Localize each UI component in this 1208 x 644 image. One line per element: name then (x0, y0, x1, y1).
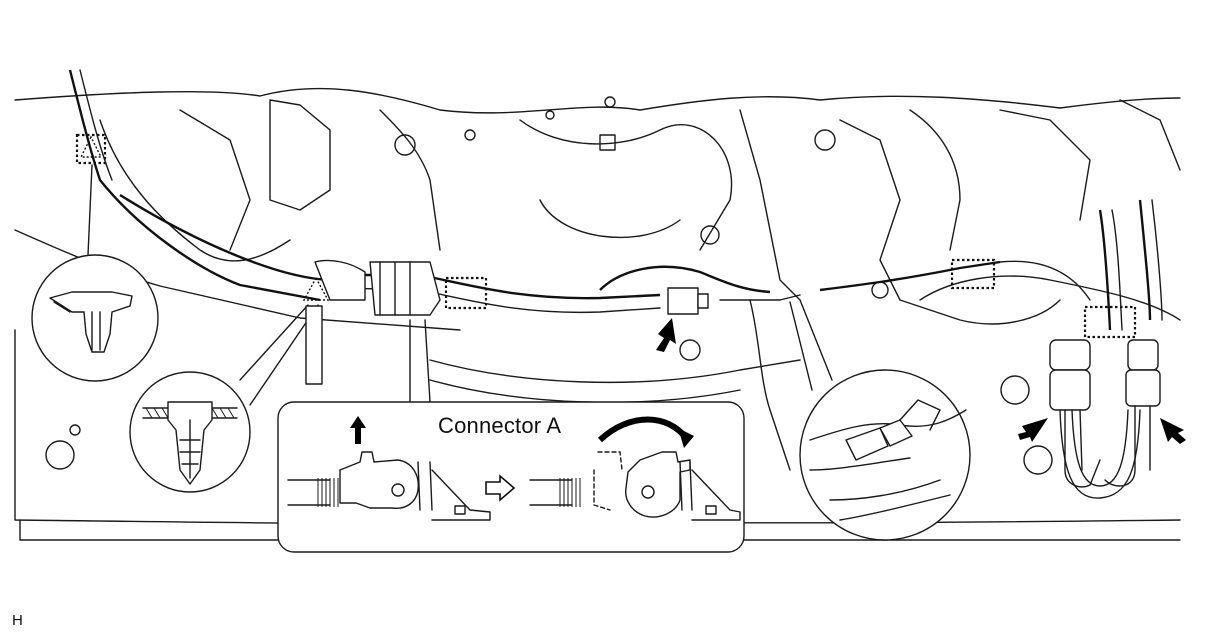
harness-connector-center (667, 287, 709, 315)
callout-step-1 (287, 416, 491, 521)
arrow-right-icon (485, 474, 516, 502)
harness-loop-right (1059, 409, 1141, 499)
illustration-code: H (12, 612, 23, 629)
clamp-marker-center (444, 276, 488, 310)
detail-circle-clip-top (31, 164, 159, 382)
clamp-marker-right (950, 258, 996, 290)
clamp-marker-far-right (1083, 305, 1137, 339)
callout-step-2 (529, 416, 741, 521)
arrow-up-icon (350, 416, 366, 444)
clamp-marker-left-top (75, 133, 107, 165)
clamp-markers (75, 133, 1137, 339)
wire-harness (68, 69, 1163, 331)
support-post (305, 305, 323, 385)
detail-circle-clip-section (129, 304, 319, 493)
clip-symbols (79, 135, 330, 301)
connector-a-callout-box (277, 319, 745, 553)
connector-a-body (314, 259, 441, 316)
connector-a-label: Connector A (438, 413, 562, 438)
harness-connectors-right (1049, 339, 1161, 488)
detail-circle-connector-right (789, 299, 971, 541)
chassis-frame (14, 87, 1181, 541)
